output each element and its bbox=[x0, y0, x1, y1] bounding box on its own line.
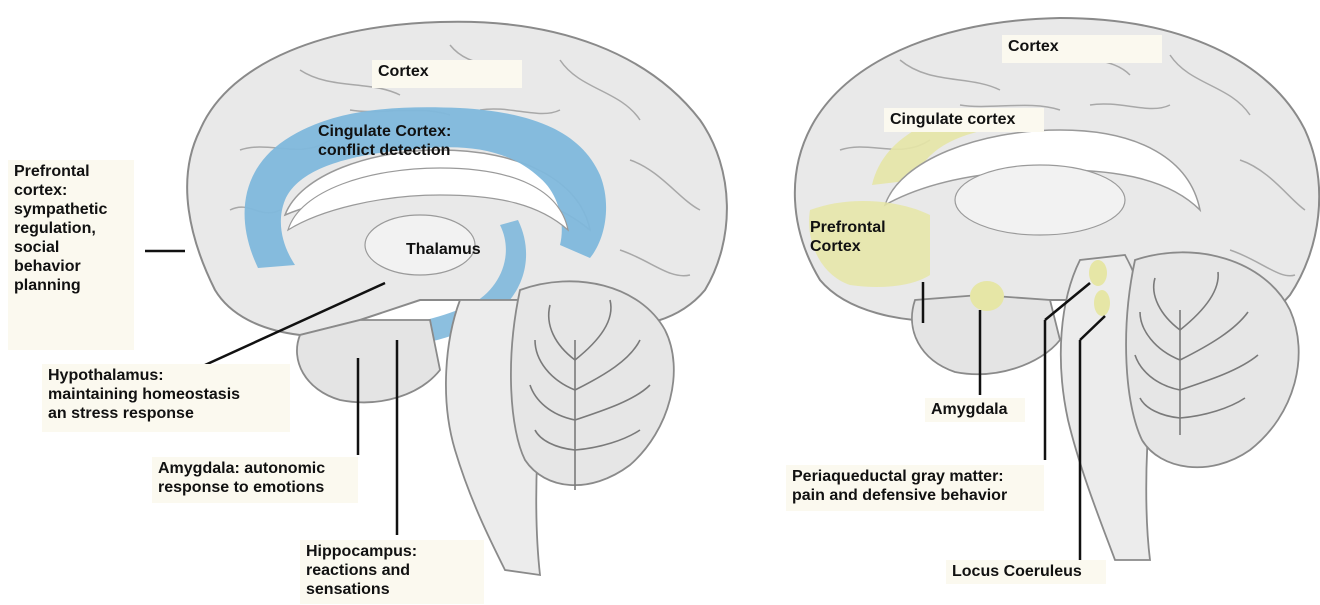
left-cortex-label: Cortex bbox=[372, 60, 522, 88]
right-pag-highlight bbox=[1089, 260, 1107, 286]
hypothalamus-label: Hypothalamus: maintaining homeostasis an… bbox=[42, 364, 290, 432]
hypothalamus-line-1: Hypothalamus: bbox=[48, 366, 284, 385]
hypothalamus-line-3: an stress response bbox=[48, 404, 284, 423]
left-temporal-lobe bbox=[297, 320, 440, 402]
prefrontal-left-label: Prefrontal cortex: sympathetic regulatio… bbox=[8, 160, 134, 350]
right-prefrontal-line-1: Prefrontal bbox=[810, 218, 918, 237]
left-cingulate-label: Cingulate Cortex: conflict detection bbox=[312, 120, 502, 164]
hippocampus-line-3: sensations bbox=[306, 580, 478, 599]
right-thalamus-shape bbox=[955, 165, 1125, 235]
right-amygdala-label: Amygdala bbox=[925, 398, 1025, 422]
prefrontal-left-line-2: cortex: bbox=[14, 181, 128, 200]
hippocampus-label: Hippocampus: reactions and sensations bbox=[300, 540, 484, 604]
right-locus-highlight bbox=[1094, 290, 1110, 316]
hypothalamus-line-2: maintaining homeostasis bbox=[48, 385, 284, 404]
locus-text: Locus Coeruleus bbox=[952, 562, 1100, 581]
prefrontal-left-line-3: sympathetic bbox=[14, 200, 128, 219]
amygdala-left-line-2: response to emotions bbox=[158, 478, 352, 497]
right-amygdala-dot bbox=[970, 281, 1004, 311]
pag-line-1: Periaqueductal gray matter: bbox=[792, 467, 1038, 486]
pag-line-2: pain and defensive behavior bbox=[792, 486, 1038, 505]
left-cortex-text: Cortex bbox=[378, 62, 516, 81]
hippocampus-line-2: reactions and bbox=[306, 561, 478, 580]
left-thalamus-text: Thalamus bbox=[406, 240, 494, 259]
left-cerebellum bbox=[511, 281, 674, 485]
prefrontal-left-line-1: Prefrontal bbox=[14, 162, 128, 181]
prefrontal-left-line-6: behavior bbox=[14, 257, 128, 276]
amygdala-left-label: Amygdala: autonomic response to emotions bbox=[152, 457, 358, 503]
right-cortex-label: Cortex bbox=[1002, 35, 1162, 63]
right-cingulate-label: Cingulate cortex bbox=[884, 108, 1044, 132]
prefrontal-left-line-7: planning bbox=[14, 276, 128, 295]
prefrontal-left-line-4: regulation, bbox=[14, 219, 128, 238]
right-cortex-text: Cortex bbox=[1008, 37, 1156, 56]
right-prefrontal-line-2: Cortex bbox=[810, 237, 918, 256]
hippocampus-line-1: Hippocampus: bbox=[306, 542, 478, 561]
locus-label: Locus Coeruleus bbox=[946, 560, 1106, 584]
right-prefrontal-label: Prefrontal Cortex bbox=[804, 216, 924, 262]
left-thalamus-label: Thalamus bbox=[400, 238, 500, 262]
left-cingulate-line-1: Cingulate Cortex: bbox=[318, 122, 496, 141]
right-amygdala-text: Amygdala bbox=[931, 400, 1019, 419]
prefrontal-left-line-5: social bbox=[14, 238, 128, 257]
left-cingulate-line-2: conflict detection bbox=[318, 141, 496, 160]
pag-label: Periaqueductal gray matter: pain and def… bbox=[786, 465, 1044, 511]
right-cingulate-text: Cingulate cortex bbox=[890, 110, 1038, 129]
amygdala-left-line-1: Amygdala: autonomic bbox=[158, 459, 352, 478]
